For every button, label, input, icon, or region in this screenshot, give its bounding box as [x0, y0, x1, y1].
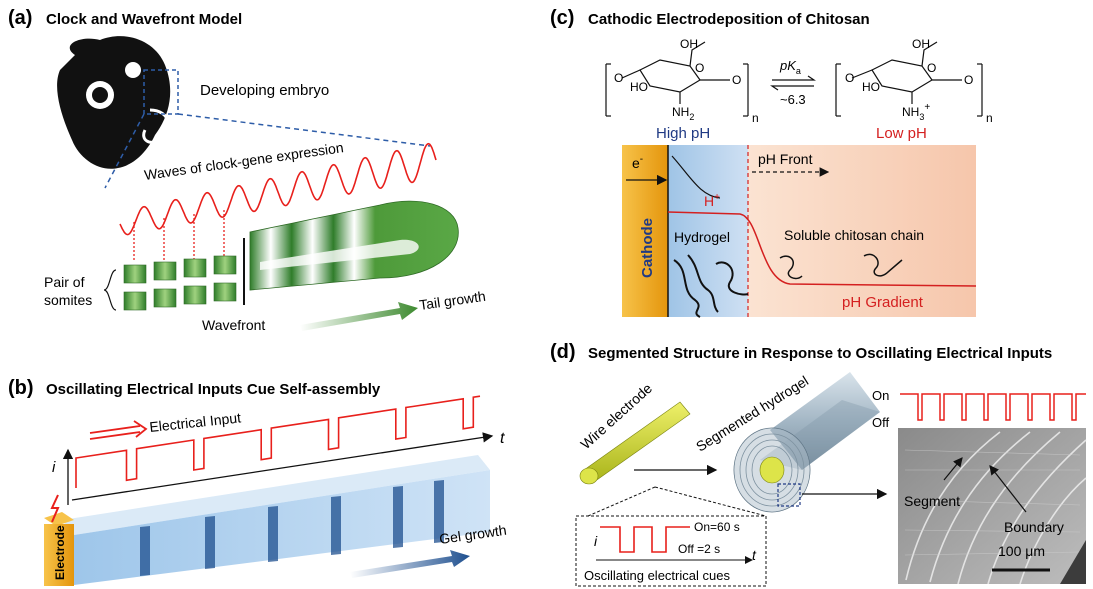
- panel-a: (a) Clock and Wavefront Model Developing…: [8, 7, 487, 333]
- chitosan-neutral-structure: [605, 41, 749, 117]
- n-left: n: [752, 111, 759, 125]
- zoom-line-right: [177, 113, 431, 147]
- chitosan-protonated-structure: [835, 41, 983, 117]
- cathode-label: Cathode: [639, 218, 656, 278]
- low-ph-label: Low pH: [876, 125, 927, 142]
- embryo-icon: [57, 36, 171, 169]
- somite-bracket: [103, 269, 117, 311]
- input-square-wave: [75, 395, 481, 488]
- e-minus-label: e-: [632, 154, 643, 171]
- oscillating-cues-label: Oscillating electrical cues: [584, 568, 730, 583]
- inset-t-label: t: [752, 547, 757, 563]
- inset-i-label: i: [594, 533, 598, 549]
- oh-right: OH: [912, 37, 930, 51]
- panel-d-label: (d): [550, 341, 576, 363]
- pair-of-somites-label-1: Pair of: [44, 274, 85, 290]
- boundary-pointer: [989, 465, 1027, 513]
- zoom-line-left: [104, 113, 145, 189]
- segmented-hydrogel: [733, 372, 880, 513]
- nh2-left: NH2: [672, 105, 694, 122]
- pair-of-somites-label-2: somites: [44, 292, 92, 308]
- panel-c: (c) Cathodic Electrodeposition of Chitos…: [550, 7, 993, 318]
- inset-off-label: Off =2 s: [678, 542, 720, 556]
- ho-right: HO: [862, 80, 880, 94]
- h-plus-label: H+: [704, 192, 720, 209]
- wavefront-label: Wavefront: [202, 317, 265, 333]
- pka-value: ~6.3: [780, 92, 806, 107]
- o-ring-left: O: [695, 61, 704, 75]
- b-t-axis: [71, 432, 494, 501]
- segment-pointer: [943, 457, 963, 481]
- o-link-left-2: O: [732, 73, 741, 87]
- panel-b-label: (b): [8, 377, 34, 399]
- electrode-block: [44, 494, 74, 586]
- gel-growth-arrow: [350, 550, 470, 578]
- panel-b: (b) Oscillating Electrical Inputs Cue Se…: [8, 377, 507, 586]
- o-link-right: O: [845, 71, 854, 85]
- gel-bar: [62, 455, 490, 585]
- n-right: n: [986, 111, 993, 125]
- electrical-input-arrow: [89, 420, 148, 440]
- b-t-label: t: [500, 430, 505, 447]
- ph-front-label: pH Front: [758, 151, 813, 167]
- o-link-right-2: O: [964, 73, 973, 87]
- waves-label: Waves of clock-gene expression: [143, 139, 344, 183]
- o-ring-right: O: [927, 61, 936, 75]
- tail-bud: [249, 200, 459, 291]
- segment-label: Segment: [904, 493, 960, 509]
- ho-left: HO: [630, 80, 648, 94]
- panel-a-title: Clock and Wavefront Model: [46, 11, 242, 28]
- tail-growth-label: Tail growth: [418, 288, 486, 313]
- oh-left: OH: [680, 37, 698, 51]
- panel-c-title: Cathodic Electrodeposition of Chitosan: [588, 11, 870, 28]
- hydrogel-label: Hydrogel: [674, 229, 730, 245]
- clock-wave: [119, 142, 437, 236]
- wave-connectors: [133, 210, 225, 262]
- electrical-input-label: Electrical Input: [149, 409, 242, 435]
- inset-on-label: On=60 s: [694, 520, 740, 534]
- tail-growth-arrow: [300, 302, 418, 331]
- off-label: Off: [872, 415, 889, 430]
- embryo-zoom-box: [143, 69, 179, 115]
- panel-d: (d) Segmented Structure in Response to O…: [550, 341, 1087, 587]
- electrode-label: Electrode: [53, 525, 67, 580]
- on-off-wave: [900, 393, 1086, 421]
- on-label: On: [872, 388, 889, 403]
- ph-gradient-label: pH Gradient: [842, 294, 924, 311]
- equilibrium-arrows: [770, 75, 816, 91]
- panel-a-label: (a): [8, 7, 32, 29]
- cylinder-zoom-box: [777, 483, 801, 507]
- tail-inner-gap: [260, 239, 419, 270]
- high-ph-label: High pH: [656, 125, 710, 142]
- gel-bands: [140, 480, 444, 576]
- developing-embryo-label: Developing embryo: [200, 82, 329, 99]
- boundary-label: Boundary: [1004, 519, 1064, 535]
- panel-b-title: Oscillating Electrical Inputs Cue Self-a…: [46, 381, 381, 398]
- nh3-right: NH3+: [902, 102, 930, 122]
- ph-gradient-curve: [667, 211, 977, 287]
- hydrogel-region: [668, 145, 748, 317]
- scale-bar-label: 100 μm: [998, 543, 1045, 559]
- somite-blocks: [123, 255, 237, 311]
- h-plus-arrow: [671, 155, 721, 199]
- pka-label: pKa: [779, 58, 801, 76]
- panel-c-label: (c): [550, 7, 574, 29]
- sem-image: [898, 428, 1087, 585]
- cathode-bar: [622, 145, 668, 317]
- low-ph-region: [748, 145, 976, 317]
- wire-electrode: [579, 401, 691, 485]
- hydrogel-chains: [673, 254, 749, 318]
- o-link-left: O: [614, 71, 623, 85]
- b-i-label: i: [52, 459, 56, 476]
- soluble-chains: [779, 253, 903, 280]
- oscillation-inset: [575, 486, 767, 587]
- soluble-chain-label: Soluble chitosan chain: [784, 227, 924, 243]
- panel-d-title: Segmented Structure in Response to Oscil…: [588, 345, 1052, 362]
